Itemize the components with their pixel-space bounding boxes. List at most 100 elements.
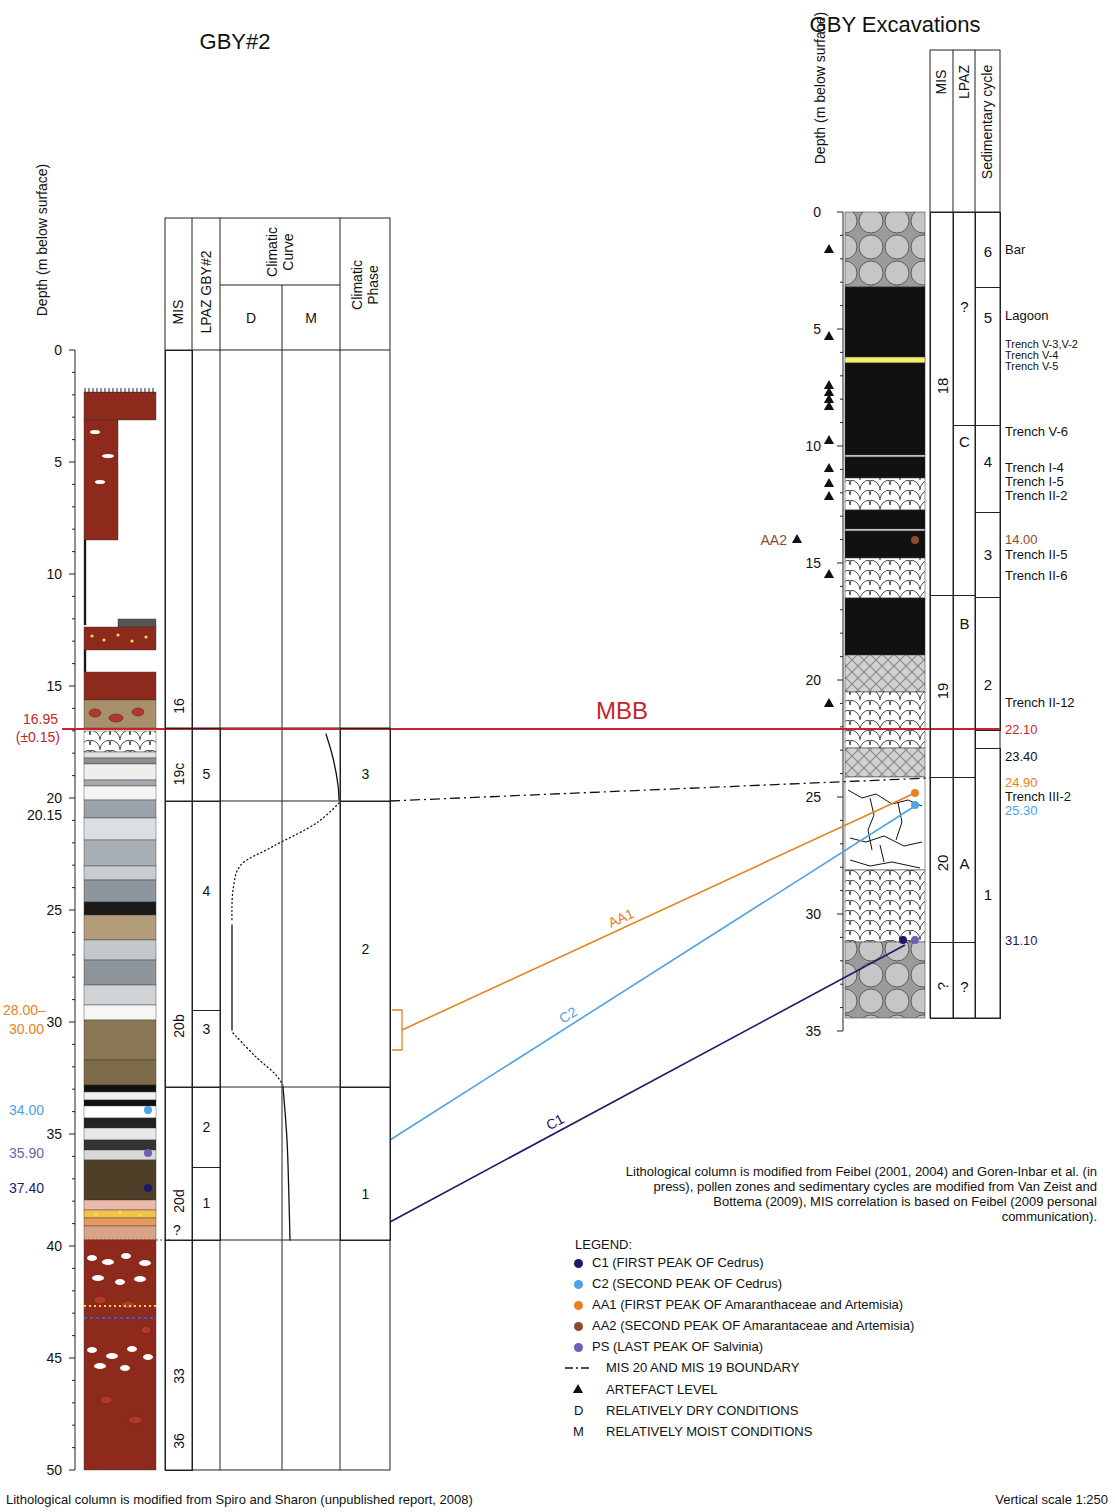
zone-cell: 20d (165, 1087, 193, 1241)
axis-tick (837, 446, 843, 447)
zone-label: 2 (203, 1120, 211, 1134)
depth-tick: 40 (46, 1238, 62, 1254)
axis-tick (840, 843, 843, 844)
axis-tick (72, 618, 75, 619)
lithology-layer (84, 1226, 156, 1240)
pebble (115, 1279, 125, 1285)
zone-cell: C (953, 425, 976, 596)
lithology-layer (84, 540, 86, 625)
axis-tick (840, 820, 843, 821)
line-label: C1 (542, 1110, 569, 1135)
column-header: Sedimentary cycle (979, 65, 995, 179)
lithology-layer (84, 940, 156, 960)
lithology-layer (84, 420, 118, 540)
axis-tick (69, 1470, 75, 1471)
side-note: 14.00 (1005, 533, 1038, 548)
lithology-layer (84, 758, 156, 764)
zone-label: 2 (984, 677, 992, 692)
depth-tick: 30 (46, 1014, 62, 1030)
artefact-level (824, 491, 834, 500)
side-note: Lagoon (1005, 309, 1048, 324)
section-title: GBY#2 (200, 29, 271, 54)
lithology-layer (84, 1020, 156, 1060)
pebble (139, 1260, 151, 1266)
depth-tick: 0 (54, 342, 62, 358)
peak-label: AA2 (761, 532, 787, 548)
legend-swatch (574, 1322, 583, 1331)
grain (144, 635, 147, 638)
legend-swatch (574, 1280, 583, 1289)
lithology-layer (84, 1118, 156, 1128)
axis-tick (840, 422, 843, 423)
legend-text: PS (LAST PEAK OF Salvinia) (592, 1340, 763, 1355)
zone-cell: 19c (165, 728, 193, 802)
axis-tick (72, 1089, 75, 1090)
legend-symbol: D (574, 1404, 583, 1419)
lithology-layer (845, 777, 925, 870)
axis-tick (72, 1178, 75, 1179)
lithology-layer (84, 731, 156, 752)
axis-tick (72, 1111, 75, 1112)
axis-tick (72, 641, 75, 642)
source-note: Lithological column is modified from Fei… (617, 1165, 1097, 1225)
column-header: LPAZ GBY#2 (198, 250, 214, 333)
grain (130, 639, 133, 642)
depth-value: 30.00 (9, 1021, 44, 1037)
side-note: 22.10 (1005, 723, 1038, 738)
side-note: Trench II-6 (1005, 569, 1067, 584)
axis-tick (837, 212, 843, 213)
artefact-level (792, 534, 802, 543)
climatic-curve (283, 1087, 290, 1240)
axis-tick (72, 663, 75, 664)
zone-cell: 2 (340, 801, 391, 1088)
lithology-layer (84, 1218, 156, 1226)
axis-line (843, 212, 844, 1031)
axis-tick (72, 1313, 75, 1314)
axis-tick (837, 680, 843, 681)
grain (138, 1213, 141, 1216)
axis-tick (72, 820, 75, 821)
lithology-layer (84, 700, 156, 728)
axis-tick (840, 609, 843, 610)
lithology-layer (845, 558, 925, 598)
pollen-peak-dot (144, 1149, 152, 1157)
axis-tick (69, 910, 75, 911)
axis-tick (837, 1031, 843, 1032)
axis-title: Depth (m below surface) (812, 12, 828, 165)
zone-label: 1 (984, 887, 992, 902)
mbb-depth: 16.95 (23, 711, 58, 727)
depth-tick: 25 (805, 789, 821, 805)
axis-tick (840, 750, 843, 751)
axis-tick (72, 484, 75, 485)
gby2-lithology (84, 388, 172, 1470)
column-header: Climatic Phase (349, 253, 381, 317)
axis-tick (72, 394, 75, 395)
zone-label: 18 (935, 378, 950, 395)
excavation-lithology (845, 212, 925, 1018)
correlation-line (390, 806, 915, 1140)
axis-tick (72, 1335, 75, 1336)
zone-cell: 20 (930, 777, 954, 943)
axis-tick (840, 282, 843, 283)
lithology-layer (84, 1140, 156, 1150)
axis-tick (72, 372, 75, 373)
zone-label: 2 (362, 942, 370, 956)
mis-boundary-line (390, 778, 930, 801)
axis-tick (72, 551, 75, 552)
depth-tick: 20 (46, 790, 62, 806)
axis-tick (69, 798, 75, 799)
climatic-curve (326, 734, 339, 800)
axis-tick (840, 539, 843, 540)
depth-tick: 20 (805, 672, 821, 688)
depth-axis (69, 212, 843, 1470)
lithology-layer (84, 960, 156, 985)
column-header: D (246, 310, 256, 326)
zone-label: ? (935, 982, 950, 990)
lithology-layer (84, 800, 156, 818)
zone-cell: 3 (340, 728, 391, 802)
pollen-peak-dot (911, 936, 919, 944)
zone-cell: 3 (975, 512, 1001, 598)
axis-tick (837, 914, 843, 915)
side-note: Trench I-5 (1005, 475, 1064, 490)
zone-label: 3 (362, 767, 370, 781)
